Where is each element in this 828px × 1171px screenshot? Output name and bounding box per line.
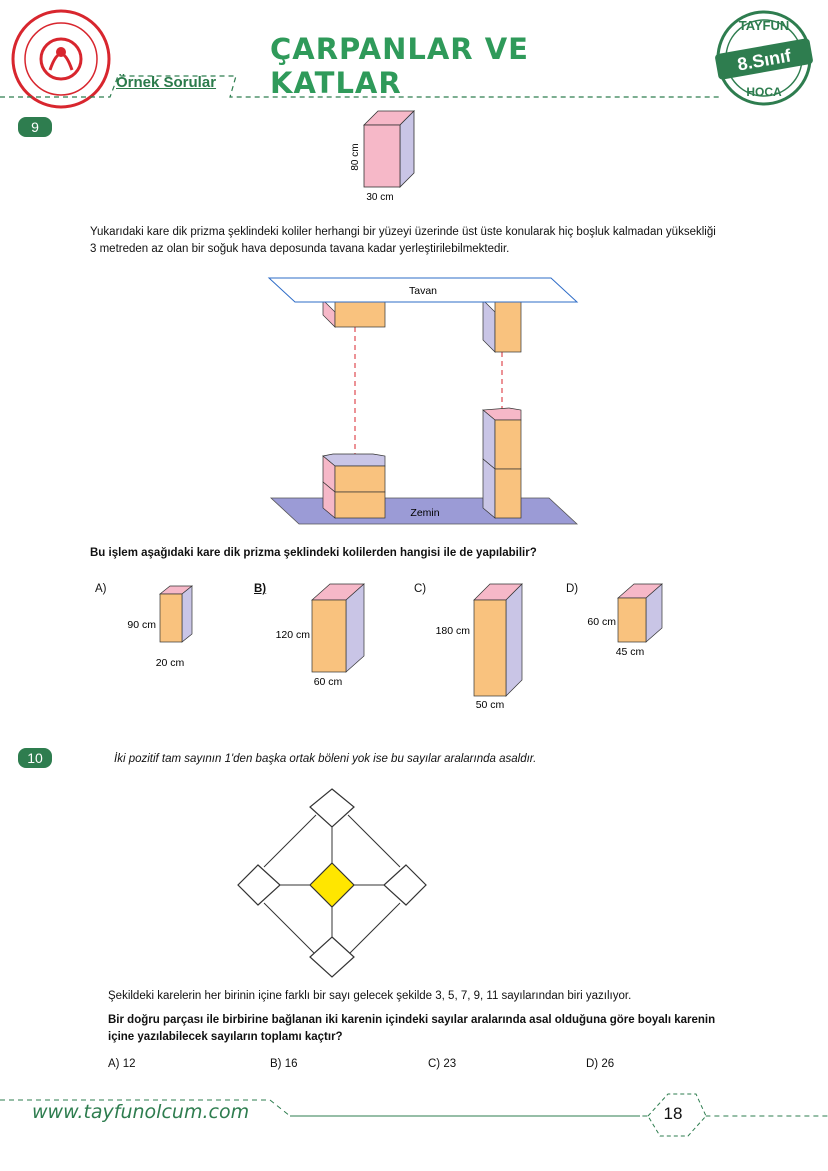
- square-center-shaded: [309, 862, 355, 908]
- badge-top-text: TAYFUN: [739, 18, 790, 33]
- q9-text-line1: Yukarıdaki kare dik prizma şeklindeki ko…: [90, 226, 716, 238]
- q10-option-a[interactable]: A) 12: [108, 1058, 136, 1070]
- ceiling-label: Tavan: [409, 285, 437, 297]
- option-b-letter[interactable]: B): [254, 583, 267, 595]
- square-left: [237, 864, 281, 906]
- q9-question: Bu işlem aşağıdaki kare dik prizma şekli…: [90, 547, 537, 559]
- ref-height-label: 80 cm: [350, 143, 361, 170]
- ministry-logo: [11, 9, 111, 109]
- option-b-width: 60 cm: [314, 676, 343, 688]
- option-c-height: 180 cm: [436, 625, 471, 637]
- section-subtitle: Örnek Sorular: [116, 74, 217, 91]
- square-right: [383, 864, 427, 906]
- option-d-width: 45 cm: [616, 646, 645, 658]
- page-number: 18: [663, 1104, 683, 1123]
- header-divider: [0, 75, 720, 98]
- option-d-letter[interactable]: D): [566, 583, 579, 595]
- option-c-letter[interactable]: C): [414, 583, 427, 595]
- option-a-letter[interactable]: A): [95, 583, 107, 595]
- option-d-box: 60 cm 45 cm: [587, 583, 663, 658]
- q10-option-d[interactable]: D) 26: [586, 1058, 615, 1070]
- grade-badge-stamp: TAYFUN 8.Sınıf HOCA: [715, 10, 813, 106]
- footer-divider: [0, 1093, 828, 1137]
- q10-intro: İki pozitif tam sayının 1'den başka orta…: [114, 753, 537, 765]
- option-d-height: 60 cm: [587, 616, 616, 628]
- question-9-number: 9: [18, 117, 52, 137]
- q10-question-line1: Bir doğru parçası ile birbirine bağlanan…: [108, 1014, 716, 1026]
- ceiling-plane: [267, 277, 579, 303]
- square-top: [309, 788, 355, 828]
- ref-width-label: 30 cm: [366, 192, 393, 203]
- question-10-number: 10: [18, 748, 52, 768]
- option-b-height: 120 cm: [276, 629, 311, 641]
- coprime-diagram: [237, 788, 427, 978]
- option-a-box: 90 cm 20 cm: [127, 585, 193, 669]
- footer-website[interactable]: www.tayfunolcum.com: [32, 1101, 250, 1123]
- reference-box: 80 cm 30 cm: [350, 110, 415, 203]
- warehouse-diagram: Zemin Tavan: [267, 277, 579, 525]
- page-title: ÇARPANLAR VE KATLAR: [270, 32, 529, 100]
- floor-label: Zemin: [410, 507, 439, 519]
- option-a-width: 20 cm: [156, 657, 185, 669]
- option-a-height: 90 cm: [127, 619, 156, 631]
- square-bottom: [309, 936, 355, 978]
- option-c-width: 50 cm: [476, 699, 505, 711]
- q10-option-c[interactable]: C) 23: [428, 1058, 457, 1070]
- badge-bottom-text: HOCA: [746, 85, 782, 99]
- option-c-box: 180 cm 50 cm: [436, 583, 523, 711]
- q10-question-line2: içine yazılabilecek sayıların toplamı ka…: [108, 1031, 343, 1043]
- q10-option-b[interactable]: B) 16: [270, 1058, 298, 1070]
- option-b-box: 120 cm 60 cm: [276, 583, 365, 688]
- q10-text: Şekildeki karelerin her birinin içine fa…: [108, 990, 632, 1002]
- q9-text-line2: 3 metreden az olan bir soğuk hava deposu…: [90, 243, 510, 255]
